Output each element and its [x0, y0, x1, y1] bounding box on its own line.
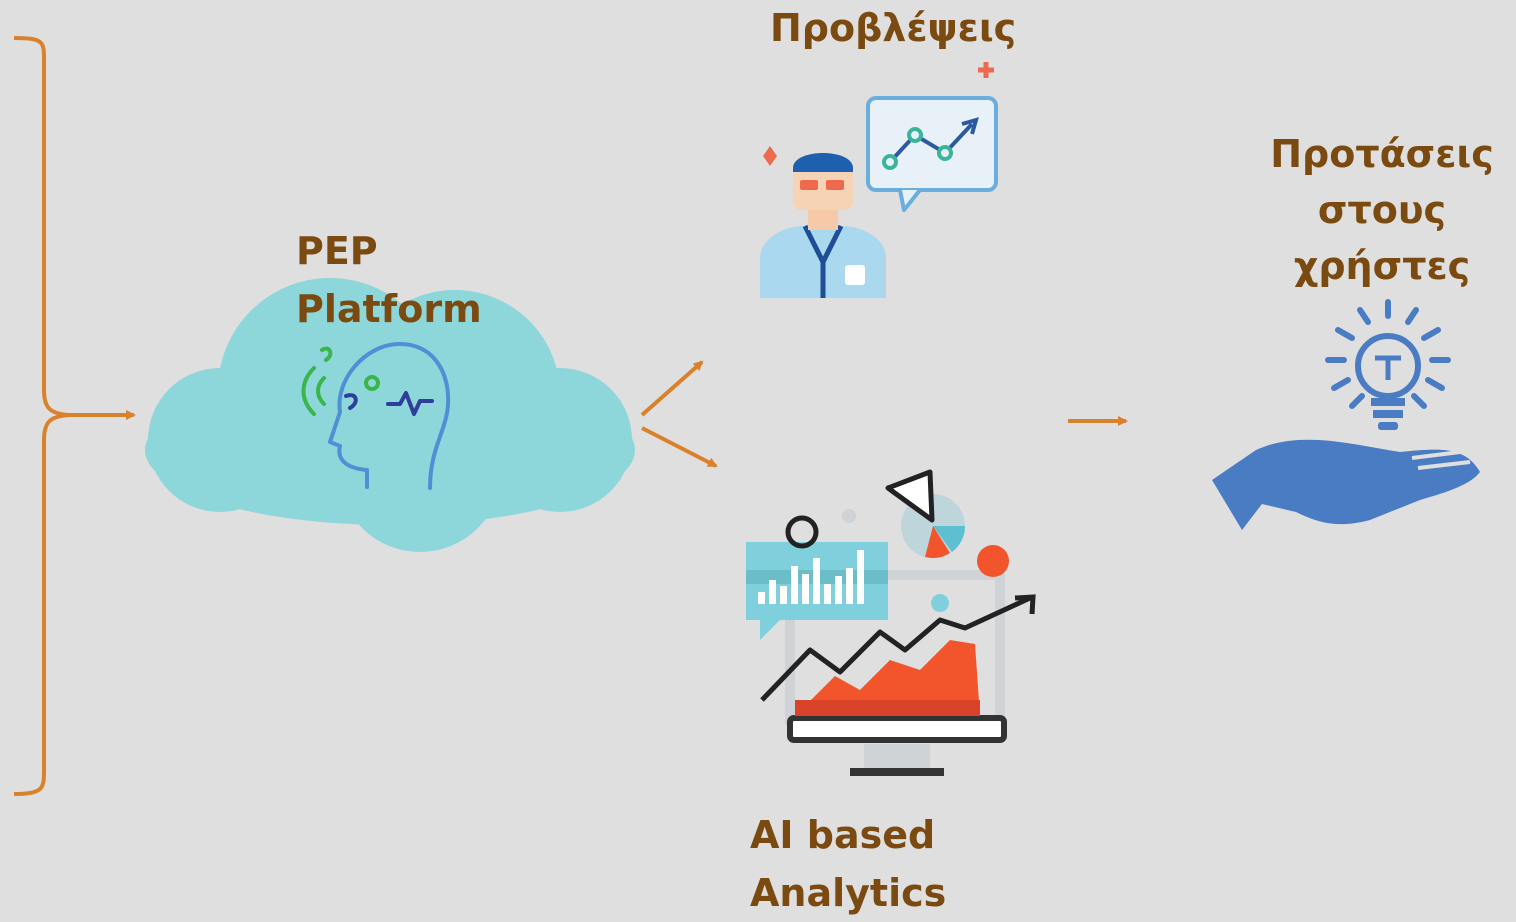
- doctor-chart-icon: [760, 62, 998, 298]
- predictions-label: Προβλέψεις: [770, 6, 1017, 50]
- platform-label: PEP Platform: [296, 222, 482, 338]
- analytics-label-line1: AI based: [750, 813, 936, 857]
- analytics-label-line2: Analytics: [750, 871, 947, 915]
- suggestions-label-line2: στους: [1317, 188, 1447, 232]
- analytics-label: AI based Analytics: [750, 806, 946, 922]
- platform-to-analytics-arrow: [641, 426, 718, 468]
- brain-head-icon: [301, 341, 451, 490]
- suggestions-label-line1: Προτάσεις: [1270, 132, 1494, 176]
- input-brace: [13, 36, 71, 796]
- platform-label-line2: Platform: [296, 287, 482, 331]
- platform-to-predictions-arrow: [640, 360, 704, 417]
- hand-lightbulb-icon: [1212, 299, 1480, 530]
- suggestions-label-line3: χρήστες: [1293, 244, 1471, 288]
- suggestions-label: Προτάσεις στους χρήστες: [1262, 126, 1502, 294]
- platform-cloud: [145, 278, 635, 552]
- platform-label-line1: PEP: [296, 229, 378, 273]
- analytics-dashboard-icon: [746, 469, 1036, 776]
